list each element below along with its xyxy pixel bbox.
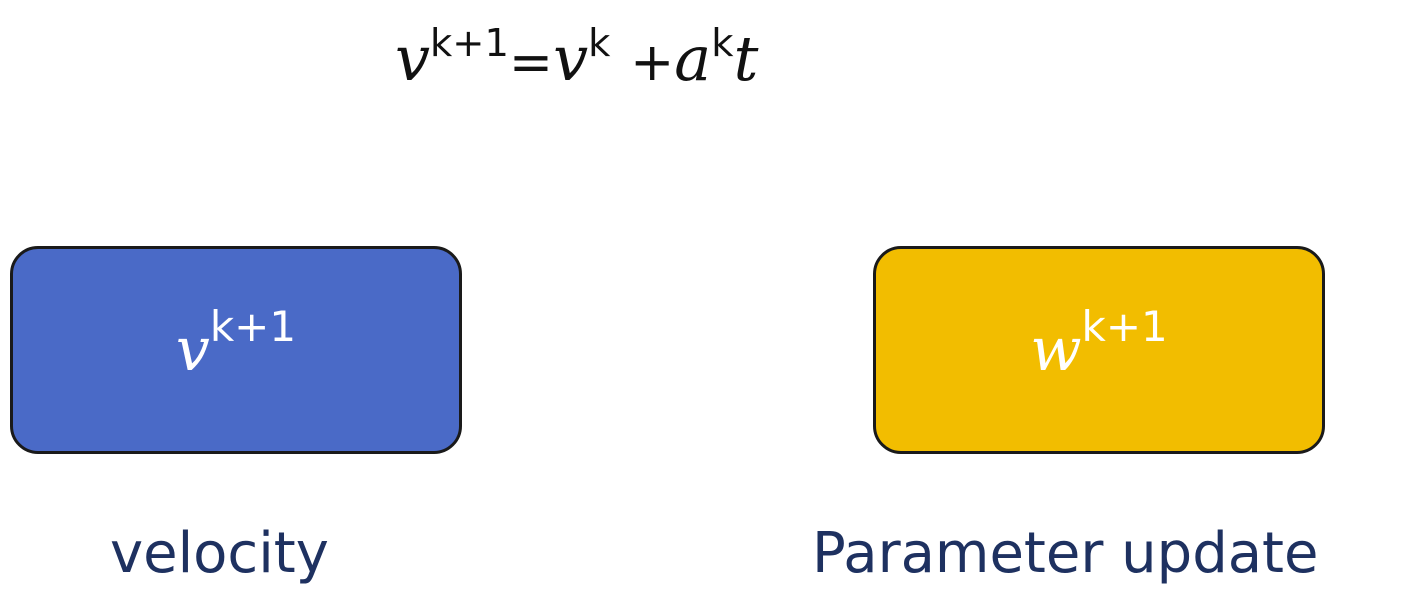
equation-term2-superscript: k bbox=[711, 21, 734, 67]
equation-term2-tail: t bbox=[733, 22, 759, 95]
parameter-update-caption: Parameter update bbox=[812, 521, 1319, 586]
equation-term2-base: a bbox=[674, 22, 712, 95]
update-equation: vk+1=vk +akt bbox=[395, 14, 915, 104]
equation-term1-superscript: k bbox=[588, 21, 611, 67]
parameter-box-base: w bbox=[1030, 315, 1082, 385]
equation-lhs-superscript: k+1 bbox=[430, 21, 509, 67]
equation-equals-sign: = bbox=[508, 32, 554, 93]
velocity-caption: velocity bbox=[110, 521, 329, 586]
velocity-box-base: v bbox=[175, 315, 210, 385]
equation-plus-sign: + bbox=[630, 32, 675, 93]
velocity-box-superscript: k+1 bbox=[209, 302, 297, 352]
equation-lhs-base: v bbox=[395, 22, 431, 95]
equation-term1-base: v bbox=[553, 22, 589, 95]
parameter-box-superscript: k+1 bbox=[1081, 302, 1168, 352]
